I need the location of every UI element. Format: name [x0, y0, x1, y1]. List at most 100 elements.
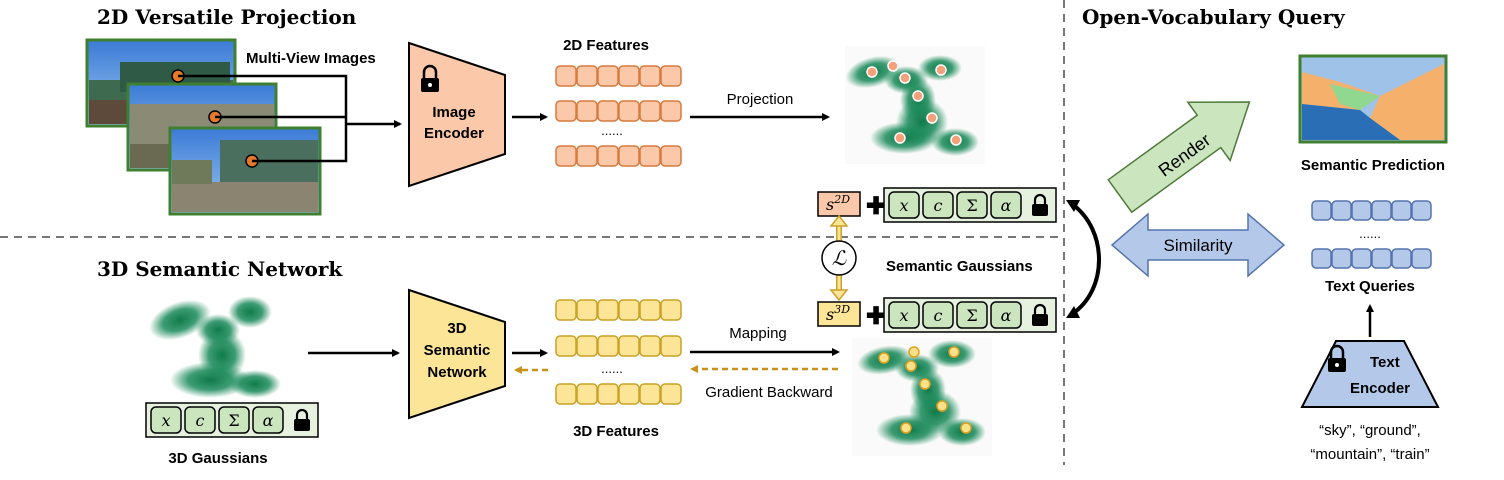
features-3d-label: 3D Features: [573, 423, 659, 440]
feature-vector-2d-2: [555, 100, 682, 122]
param-symbol: c: [934, 196, 943, 215]
feature-cell: [639, 100, 661, 122]
feature-cell: [555, 299, 577, 321]
feature-cell: [555, 335, 577, 357]
param-cell: [922, 301, 954, 329]
s2d-box: [817, 191, 861, 217]
feature-cell: [639, 335, 661, 357]
param-cell: [150, 406, 182, 434]
section-title-projection: 2D Versatile Projection: [97, 5, 357, 29]
feature-cell: [1411, 200, 1432, 221]
param-cell: [956, 191, 988, 219]
feature-cell: [597, 383, 619, 405]
feature-cell: [555, 145, 577, 167]
param-symbol: x: [899, 196, 908, 215]
projection-label: Projection: [727, 91, 794, 108]
feature-cell: [555, 100, 577, 122]
text-encoder-label-line2: Encoder: [1350, 380, 1410, 397]
section-title-semantic-network: 3D Semantic Network: [97, 257, 343, 281]
lock-icon: [295, 408, 309, 419]
feature-cell: [660, 100, 682, 122]
feature-cell: [597, 100, 619, 122]
image-encoder-label-line2: Encoder: [424, 125, 484, 142]
feature-vector-3d-2: [555, 335, 682, 357]
param-symbol: α: [263, 411, 274, 430]
feature-vector-3d-3: [555, 383, 682, 405]
section-title-query: Open-Vocabulary Query: [1082, 5, 1346, 29]
feature-cell: [597, 65, 619, 87]
feature-cell: [1371, 248, 1392, 269]
query-words-line2: “mountain”, “train”: [1310, 446, 1429, 463]
semantic-network-label-line1: 3D: [447, 320, 466, 337]
feature-vector-2d-3: [555, 145, 682, 167]
param-symbol: x: [899, 306, 908, 325]
feature-cell: [597, 335, 619, 357]
feature-cell: [1391, 248, 1412, 269]
param-symbol: c: [196, 411, 205, 430]
plus-icon: ✚: [866, 193, 886, 220]
features-2d-label: 2D Features: [563, 37, 649, 54]
feature-cell: [660, 335, 682, 357]
feature-vector-2d-1: [555, 65, 682, 87]
feature-cell: [1331, 200, 1352, 221]
param-cell: [922, 191, 954, 219]
param-cell: [252, 406, 284, 434]
features-2d-dots: ......: [601, 123, 623, 138]
similarity-arrow: [1110, 212, 1286, 278]
semantic-network-label-line3: Network: [427, 364, 487, 381]
text-feature-vector-1: [1311, 200, 1432, 221]
feature-cell: [618, 299, 640, 321]
feature-cell: [597, 299, 619, 321]
projected-gaussians-2d: [845, 46, 985, 164]
features-3d-dots: ......: [601, 361, 623, 376]
view-image-3: [168, 126, 322, 216]
feature-cell: [1331, 248, 1352, 269]
param-cell: [990, 191, 1022, 219]
mapping-label: Mapping: [729, 325, 787, 342]
lock-icon: [1032, 204, 1048, 216]
feature-cell: [576, 383, 598, 405]
semantic-gaussians-3d: [852, 338, 992, 456]
param-cell: [888, 301, 920, 329]
query-words-line1: “sky”, “ground”,: [1319, 422, 1421, 439]
lock-icon: [1033, 193, 1047, 204]
feature-cell: [576, 145, 598, 167]
feature-cell: [576, 335, 598, 357]
feature-cell: [1371, 200, 1392, 221]
feature-cell: [660, 65, 682, 87]
param-cell: [888, 191, 920, 219]
s3d-box: [817, 301, 861, 327]
feature-cell: [660, 383, 682, 405]
param-symbol: c: [934, 306, 943, 325]
semantic-network-block: [408, 288, 506, 420]
text-feature-vector-2: [1311, 248, 1432, 269]
image-encoder-label-line1: Image: [432, 104, 475, 121]
feature-cell: [1411, 248, 1432, 269]
text-encoder-block: [1300, 340, 1440, 408]
gaussians-3d-label: 3D Gaussians: [168, 450, 267, 467]
feature-cell: [618, 100, 640, 122]
feature-cell: [576, 299, 598, 321]
feature-vector-3d-1: [555, 299, 682, 321]
s2d-symbol: s2D: [826, 193, 850, 214]
ray-lines: [178, 74, 348, 163]
render-arrow: [1107, 101, 1251, 214]
lock-icon: [294, 419, 310, 431]
feature-cell: [639, 145, 661, 167]
feature-cell: [639, 299, 661, 321]
multi-view-images: [85, 38, 322, 216]
param-cell: [956, 301, 988, 329]
lock-icon: [1032, 314, 1048, 326]
semantic-prediction-label: Semantic Prediction: [1301, 157, 1445, 174]
param-symbol: Σ: [966, 306, 977, 325]
feature-cell: [576, 65, 598, 87]
feature-cell: [618, 335, 640, 357]
plus-icon: ✚: [866, 303, 886, 330]
feature-cell: [597, 145, 619, 167]
feature-cell: [1351, 200, 1372, 221]
lock-icon: [1033, 303, 1047, 314]
similarity-label: Similarity: [1164, 236, 1233, 255]
loss-connector: [821, 214, 857, 302]
feature-cell: [660, 299, 682, 321]
